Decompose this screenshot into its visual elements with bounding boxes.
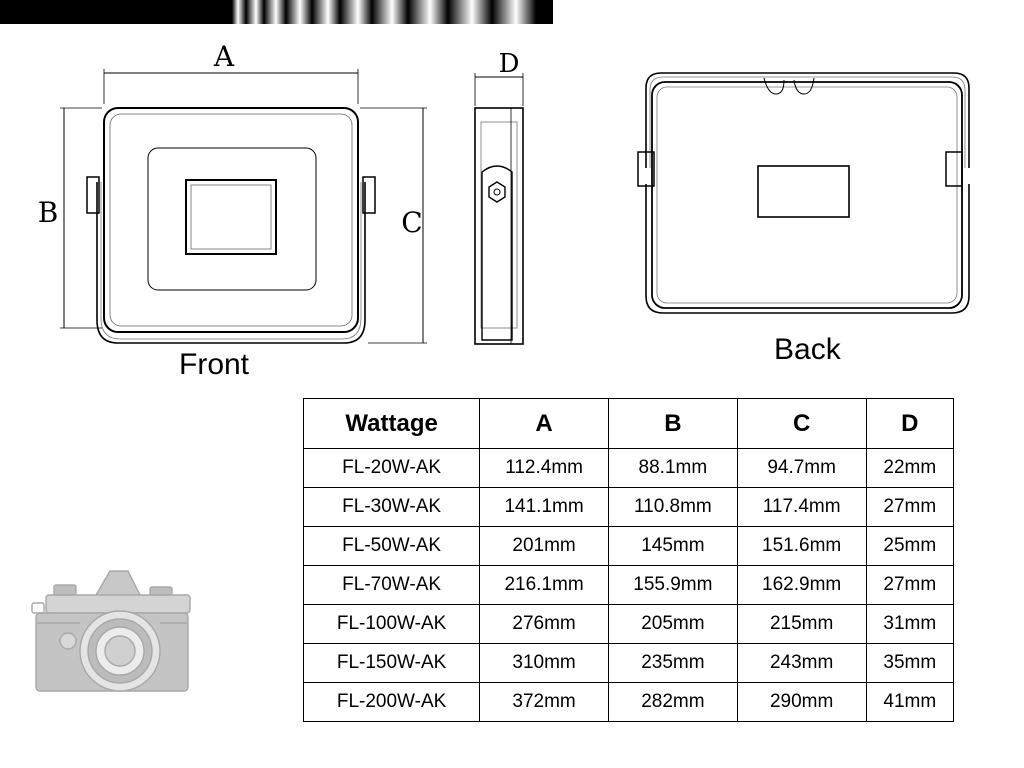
dim-d-label: D [499,49,520,79]
header-c: C [736,398,867,449]
cell-d: 22mm [865,448,955,488]
cell-d: 35mm [865,643,955,683]
header-stripe-bar [0,0,553,24]
dimension-drawing: A B C D [38,40,970,345]
front-view [60,69,427,344]
cell-b: 145mm [607,526,738,566]
cell-model: FL-50W-AK [302,526,481,566]
cell-c: 243mm [736,643,867,683]
cell-a: 310mm [479,643,609,683]
camera-icon [31,570,191,692]
table-row: FL-20W-AK 112.4mm 88.1mm 94.7mm 22mm [302,448,955,488]
cell-d: 27mm [865,565,955,605]
header-b: B [607,398,738,449]
cell-b: 155.9mm [607,565,738,605]
cell-c: 94.7mm [736,448,867,488]
table-row: FL-30W-AK 141.1mm 110.8mm 117.4mm 27mm [302,487,955,527]
cell-a: 216.1mm [479,565,609,605]
cell-c: 215mm [736,604,867,644]
cell-c: 290mm [736,682,867,722]
side-view [474,73,524,345]
cell-b: 88.1mm [607,448,738,488]
header-d: D [865,398,955,449]
cell-a: 372mm [479,682,609,722]
cell-b: 110.8mm [607,487,738,527]
cell-model: FL-200W-AK [302,682,481,722]
cell-model: FL-20W-AK [302,448,481,488]
cell-d: 41mm [865,682,955,722]
dim-b-label: B [38,196,59,229]
front-caption: Front [179,348,250,381]
cell-c: 162.9mm [736,565,867,605]
cell-model: FL-30W-AK [302,487,481,527]
dimension-spec-table: Wattage A B C D FL-20W-AK 112.4mm 88.1mm… [302,398,955,722]
table-row: FL-100W-AK 276mm 205mm 215mm 31mm [302,604,955,644]
cell-a: 112.4mm [479,448,609,488]
cell-b: 235mm [607,643,738,683]
back-caption: Back [774,333,841,366]
cell-d: 25mm [865,526,955,566]
cell-d: 27mm [865,487,955,527]
cell-a: 141.1mm [479,487,609,527]
dim-a-label: A [213,40,235,73]
cell-c: 117.4mm [736,487,867,527]
cell-a: 201mm [479,526,609,566]
cell-model: FL-150W-AK [302,643,481,683]
cell-b: 282mm [607,682,738,722]
cell-a: 276mm [479,604,609,644]
cell-model: FL-70W-AK [302,565,481,605]
cell-b: 205mm [607,604,738,644]
cell-model: FL-100W-AK [302,604,481,644]
back-view [637,72,970,314]
dim-c-label: C [401,206,422,239]
table-row: FL-150W-AK 310mm 235mm 243mm 35mm [302,643,955,683]
table-row: FL-200W-AK 372mm 282mm 290mm 41mm [302,682,955,722]
header-wattage: Wattage [302,398,481,449]
table-header-row: Wattage A B C D [302,398,955,449]
cell-d: 31mm [865,604,955,644]
table-row: FL-50W-AK 201mm 145mm 151.6mm 25mm [302,526,955,566]
header-a: A [479,398,609,449]
table-row: FL-70W-AK 216.1mm 155.9mm 162.9mm 27mm [302,565,955,605]
cell-c: 151.6mm [736,526,867,566]
